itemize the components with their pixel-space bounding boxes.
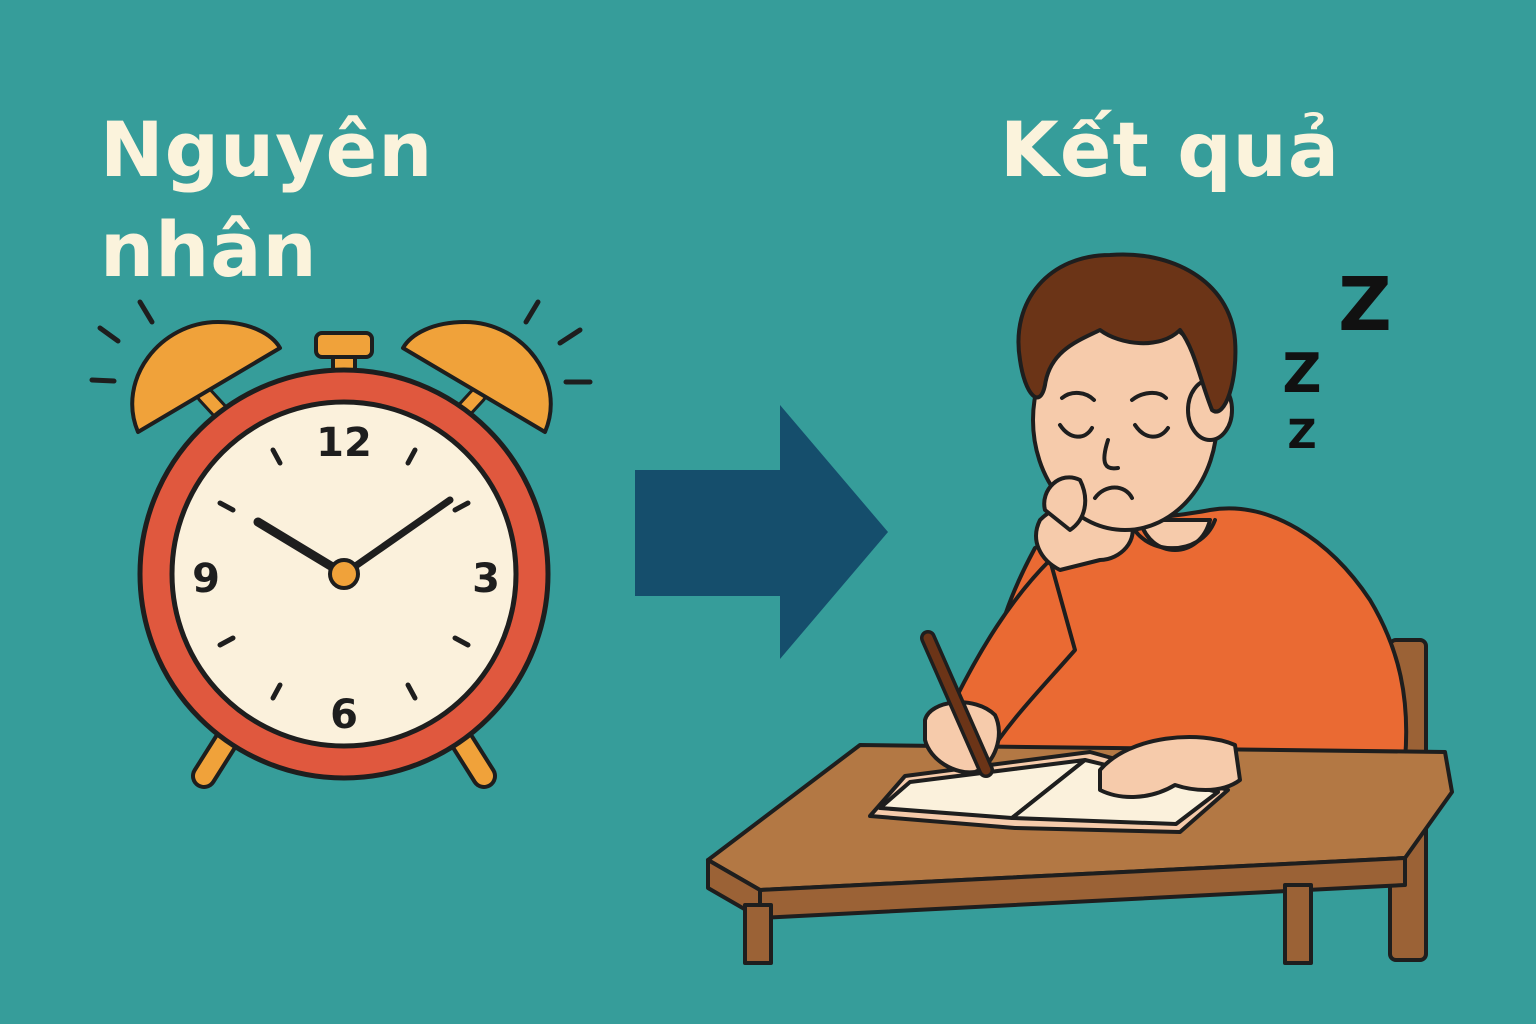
ringing-lines xyxy=(89,299,593,385)
sleep-letter-large: Z xyxy=(1338,262,1392,348)
clock-number-6: 6 xyxy=(330,692,358,738)
right-arrow-icon xyxy=(635,405,888,659)
sad-mouth xyxy=(1093,485,1134,500)
alarm-clock-icon xyxy=(89,299,593,789)
sleepy-student-icon xyxy=(706,252,1454,965)
clock-number-9: 9 xyxy=(192,556,220,602)
closed-eye-left xyxy=(1058,423,1094,439)
hair xyxy=(1016,252,1238,414)
clock-ticks xyxy=(217,447,471,701)
desk-leg-right xyxy=(1283,883,1313,965)
sleep-letter-small: Z xyxy=(1287,412,1316,458)
clock-legs xyxy=(191,725,497,789)
cause-heading: Nguyên nhân xyxy=(100,105,434,294)
sleep-letter-medium: Z xyxy=(1282,342,1321,405)
resting-hand xyxy=(1098,735,1242,799)
closed-eye-right xyxy=(1133,423,1170,439)
clock-hands xyxy=(253,496,454,590)
effect-heading: Kết quả xyxy=(1000,105,1341,194)
clock-number-3: 3 xyxy=(472,556,500,602)
clock-number-12: 12 xyxy=(316,420,372,466)
desk-leg-left xyxy=(743,903,773,965)
